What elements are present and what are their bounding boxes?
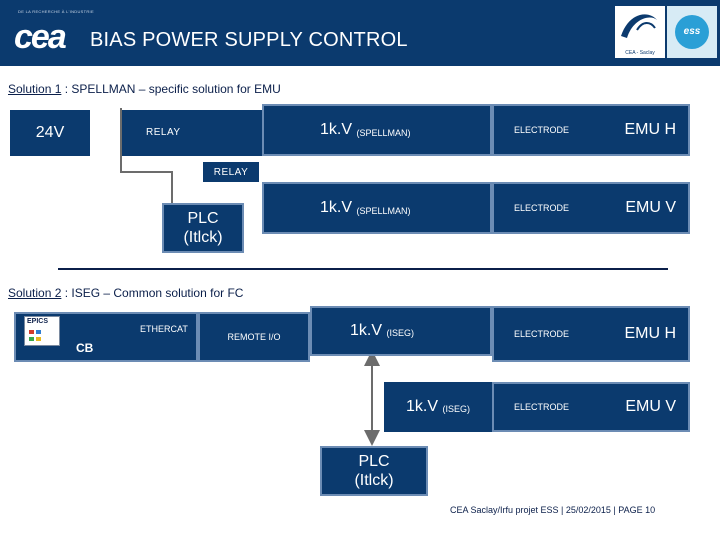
ps-spellman-h-label: 1k.V (320, 121, 353, 138)
emu-h-box: ELECTRODE EMU H (492, 104, 690, 156)
ess-logo-text: ess (675, 15, 709, 49)
plc-1-sub: (Itlck) (183, 229, 223, 246)
plc-2-label: PLC (358, 453, 390, 470)
ethercat-label: ETHERCAT (140, 324, 188, 334)
cea-logo: cea (14, 18, 67, 56)
header-bar: DE LA RECHERCHE À L'INDUSTRIE cea BIAS P… (0, 0, 720, 66)
epics-square-yellow (36, 337, 41, 341)
emu-h-label: EMU H (624, 121, 676, 138)
ps-spellman-h-box: 1k.V (SPELLMAN) (262, 104, 492, 156)
connector-24v-relay-vertical (120, 108, 122, 172)
electrode-v-label: ELECTRODE (514, 203, 570, 213)
section-divider (58, 268, 668, 270)
ps-spellman-h-sub: (SPELLMAN) (356, 128, 411, 138)
epics-logo: EPICS (24, 316, 60, 346)
relay-mid-label: RELAY (213, 166, 249, 178)
irfu-logo: CEA - Saclay (615, 6, 665, 58)
page-title: BIAS POWER SUPPLY CONTROL (90, 29, 408, 51)
emu-v-box: ELECTRODE EMU V (492, 182, 690, 234)
emu-v-box-2: ELECTRODE EMU V (492, 382, 690, 432)
emu-v-label: EMU V (625, 199, 676, 216)
electrode-h-label: ELECTRODE (514, 125, 570, 135)
electrode-v-label-2: ELECTRODE (514, 402, 570, 412)
solution1-heading: Solution 1 : SPELLMAN – specific solutio… (8, 82, 281, 96)
remote-io-label: REMOTE I/O (227, 332, 281, 342)
ps-spellman-v-label: 1k.V (320, 199, 353, 216)
plc-2-sub: (Itlck) (354, 472, 394, 489)
ps-iseg-v-label: 1k.V (406, 398, 439, 415)
arrow-up-icon (364, 350, 380, 366)
epics-square-red (29, 330, 34, 334)
emu-v-label-2: EMU V (625, 398, 676, 415)
ps-spellman-v-sub: (SPELLMAN) (356, 206, 411, 216)
solution2-heading: Solution 2 : ISEG – Common solution for … (8, 286, 244, 300)
relay-mid-box: RELAY (203, 162, 259, 182)
epics-square-green (29, 337, 34, 341)
plc-1-label: PLC (187, 210, 219, 227)
cea-tagline: DE LA RECHERCHE À L'INDUSTRIE (18, 9, 94, 14)
plc-itlck-box-2: PLC (Itlck) (320, 446, 428, 496)
connector-relay-plc (171, 171, 173, 203)
footer-text: CEA Saclay/Irfu projet ESS | 25/02/2015 … (450, 505, 656, 515)
epics-label: EPICS (27, 318, 49, 325)
ps-iseg-v-sub: (ISEG) (442, 404, 470, 414)
remote-io-box: REMOTE I/O (198, 312, 310, 362)
source-24v-label: 24V (35, 124, 65, 141)
electrode-h-label-2: ELECTRODE (514, 329, 570, 339)
relay-top-label: RELAY (146, 127, 181, 138)
arrow-down-icon (364, 430, 380, 446)
connector-relay-horizontal (120, 171, 172, 173)
emu-h-box-2: ELECTRODE EMU H (492, 306, 690, 362)
irfu-logo-text: CEA - Saclay (625, 50, 655, 56)
epics-square-blue (36, 330, 41, 334)
emu-h-label-2: EMU H (624, 325, 676, 342)
irfu-swoosh-icon (621, 14, 657, 38)
ps-spellman-v-box: 1k.V (SPELLMAN) (262, 182, 492, 234)
ps-iseg-h-label: 1k.V (350, 322, 383, 339)
cb-label: CB (76, 341, 94, 355)
plc-itlck-box-1: PLC (Itlck) (162, 203, 244, 253)
ps-iseg-h-box: 1k.V (ISEG) (310, 306, 492, 356)
ess-logo: ess (667, 6, 717, 58)
ps-iseg-v-box: 1k.V (ISEG) (384, 382, 492, 432)
ps-iseg-h-sub: (ISEG) (386, 328, 414, 338)
source-24v-box: 24V (10, 110, 90, 156)
